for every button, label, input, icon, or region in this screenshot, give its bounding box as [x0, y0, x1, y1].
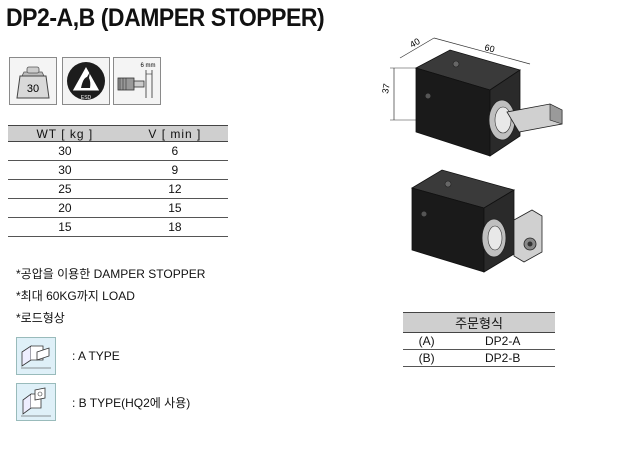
note-max-load: *최대 60KG까지 LOAD [16, 289, 135, 303]
type-a-drawing: 37 40 60 [380, 36, 563, 157]
type-a-rod-icon [16, 337, 56, 375]
type-a-label: : A TYPE [72, 349, 120, 363]
cell-speed: 9 [121, 160, 228, 180]
stroke-label: 6 mm [141, 63, 156, 69]
header-weight: WT [ kg ] [8, 125, 122, 142]
order-code: DP2-B [450, 349, 555, 367]
order-table: 주문형식 (A) DP2-A (B) DP2-B [403, 312, 555, 367]
width-label: 60 [483, 42, 495, 54]
table-row: 20 15 [8, 198, 228, 218]
table-row: 25 12 [8, 179, 228, 199]
table-row: (B) DP2-B [403, 349, 555, 367]
type-b-label: : B TYPE(HQ2에 사용) [72, 395, 191, 410]
order-type: (A) [403, 332, 451, 350]
cell-weight: 25 [8, 179, 122, 199]
cell-speed: 15 [121, 198, 228, 218]
page-title: DP2-A,B (DAMPER STOPPER) [6, 4, 325, 32]
order-type: (B) [403, 349, 451, 367]
cell-weight: 20 [8, 198, 122, 218]
type-b-drawing [410, 169, 543, 273]
esd-icon: ESD [62, 57, 110, 105]
header-speed: V [ min ] [121, 125, 228, 142]
esd-label: ESD [81, 95, 92, 101]
weight-icon: 30 [9, 57, 57, 105]
cell-speed: 18 [121, 217, 228, 237]
order-header: 주문형식 [403, 312, 555, 333]
type-b-rod-icon [16, 383, 56, 421]
table-row: 30 6 [8, 141, 228, 161]
depth-label: 40 [408, 36, 422, 50]
weight-label: 30 [27, 83, 39, 95]
table-row: 30 9 [8, 160, 228, 180]
cell-weight: 30 [8, 141, 122, 161]
order-code: DP2-A [450, 332, 555, 350]
cell-weight: 30 [8, 160, 122, 180]
type-b-row: : B TYPE(HQ2에 사용) [16, 383, 190, 421]
cell-speed: 12 [121, 179, 228, 199]
stroke-icon: 6 mm [113, 57, 161, 105]
cell-speed: 6 [121, 141, 228, 161]
cell-weight: 15 [8, 217, 122, 237]
table-row: (A) DP2-A [403, 332, 555, 350]
note-rod-shape: *로드형상 [16, 311, 65, 325]
height-label: 37 [380, 83, 392, 95]
depth-dimension-line [399, 37, 435, 59]
table-row: 15 18 [8, 217, 228, 237]
width-dimension-line [433, 37, 531, 65]
notes: *공압을 이용한 DAMPER STOPPER *최대 60KG까지 LOAD … [16, 263, 205, 329]
type-a-row: : A TYPE [16, 337, 120, 375]
spec-table: WT [ kg ] V [ min ] 30 6 30 9 25 12 20 1… [8, 125, 228, 237]
note-pneumatic: *공압을 이용한 DAMPER STOPPER [16, 267, 206, 281]
